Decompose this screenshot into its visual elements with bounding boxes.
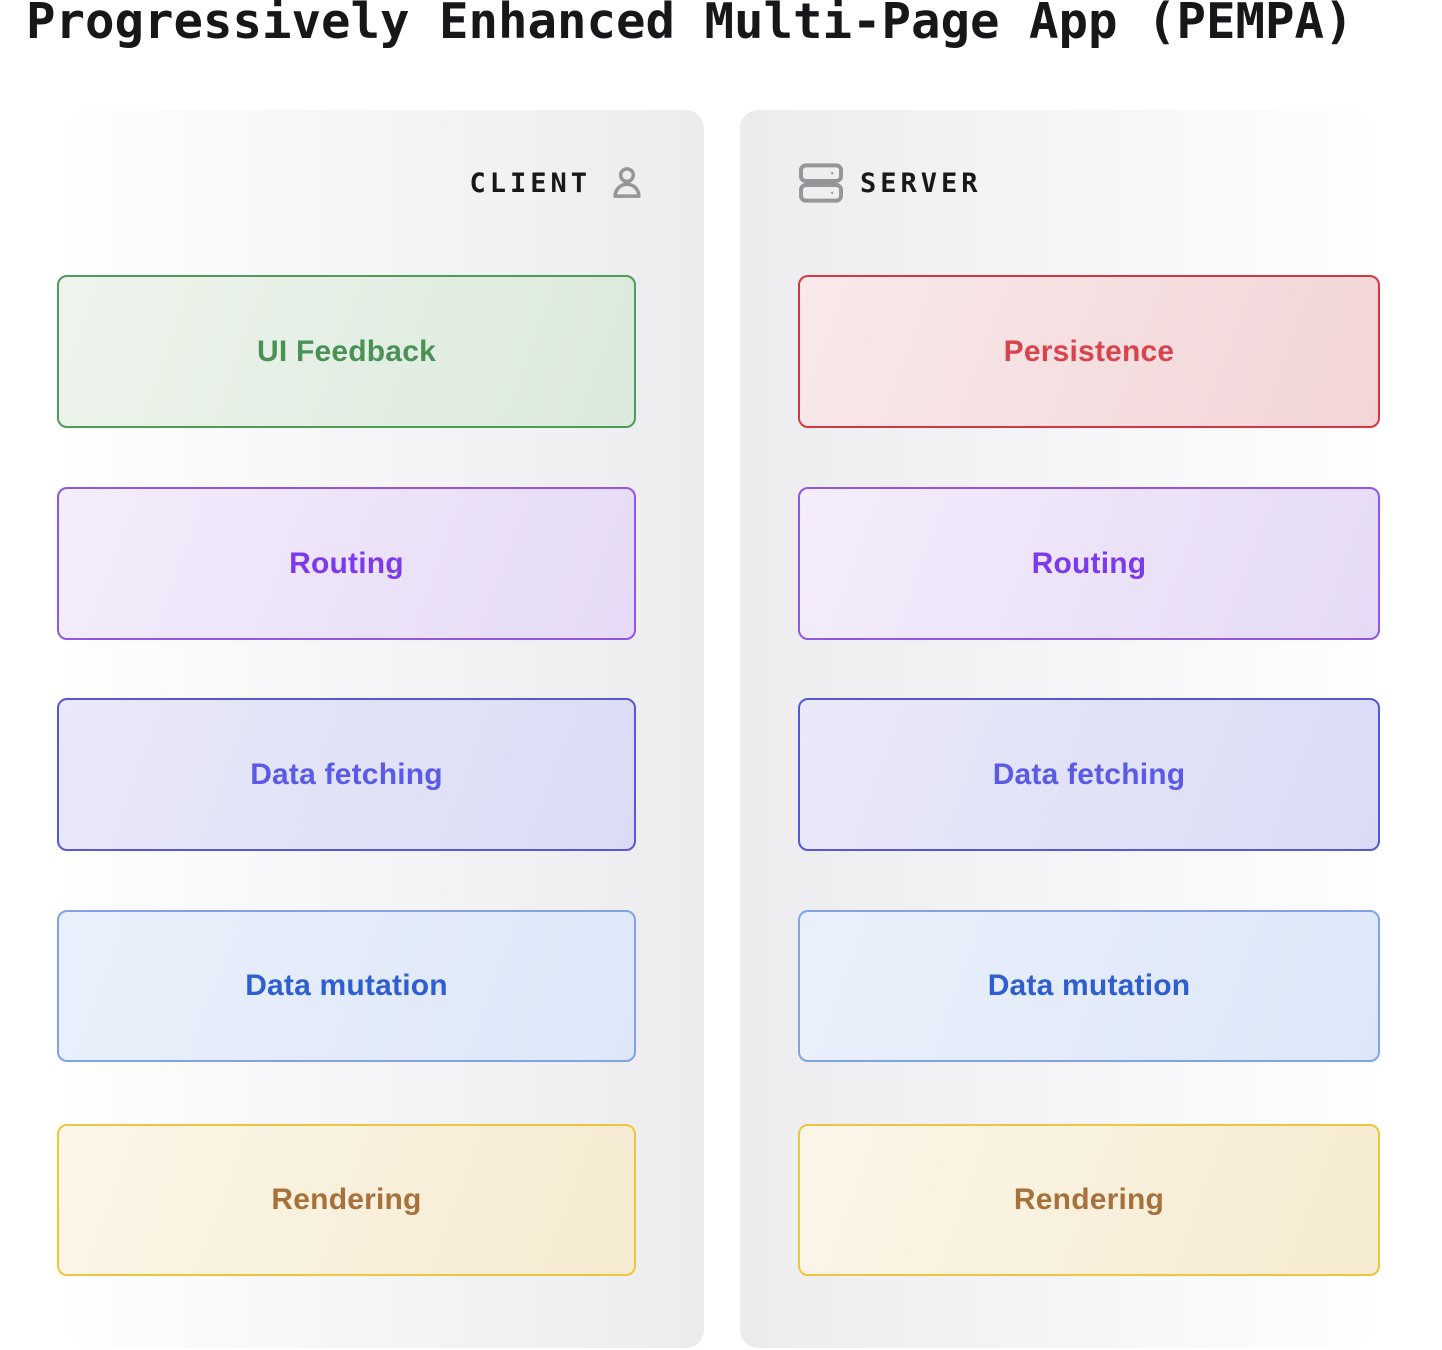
box-label: Data fetching [250,757,443,791]
box-label: Data fetching [992,757,1186,791]
client-box-ui-feedback: UI Feedback [57,275,636,428]
server-box-data-fetching: Data fetching [798,698,1380,851]
box-label: Rendering [1013,1183,1165,1216]
box-label: Rendering [271,1183,422,1216]
server-box-data-mutation: Data mutation [798,910,1380,1062]
client-box-data-mutation: Data mutation [57,910,636,1062]
box-label: Routing [1031,546,1147,580]
box-label: UI Feedback [257,334,436,368]
client-box-data-fetching: Data fetching [57,698,636,851]
server-icon [797,163,845,203]
box-label: Data mutation [245,969,448,1002]
server-header: SERVER [740,158,1370,208]
box-label: Persistence [1003,334,1175,368]
server-box-persistence: Persistence [798,275,1380,428]
box-label: Data mutation [987,969,1191,1002]
box-label: Routing [289,546,404,580]
server-box-rendering: Rendering [798,1124,1380,1276]
page-title: Progressively Enhanced Multi-Page App (P… [26,0,1354,50]
user-icon [606,162,648,204]
client-box-routing: Routing [57,487,636,640]
client-label: CLIENT [469,167,591,199]
server-box-routing: Routing [798,487,1380,640]
server-label: SERVER [860,167,982,199]
client-header: CLIENT [68,158,704,208]
client-box-rendering: Rendering [57,1124,636,1276]
